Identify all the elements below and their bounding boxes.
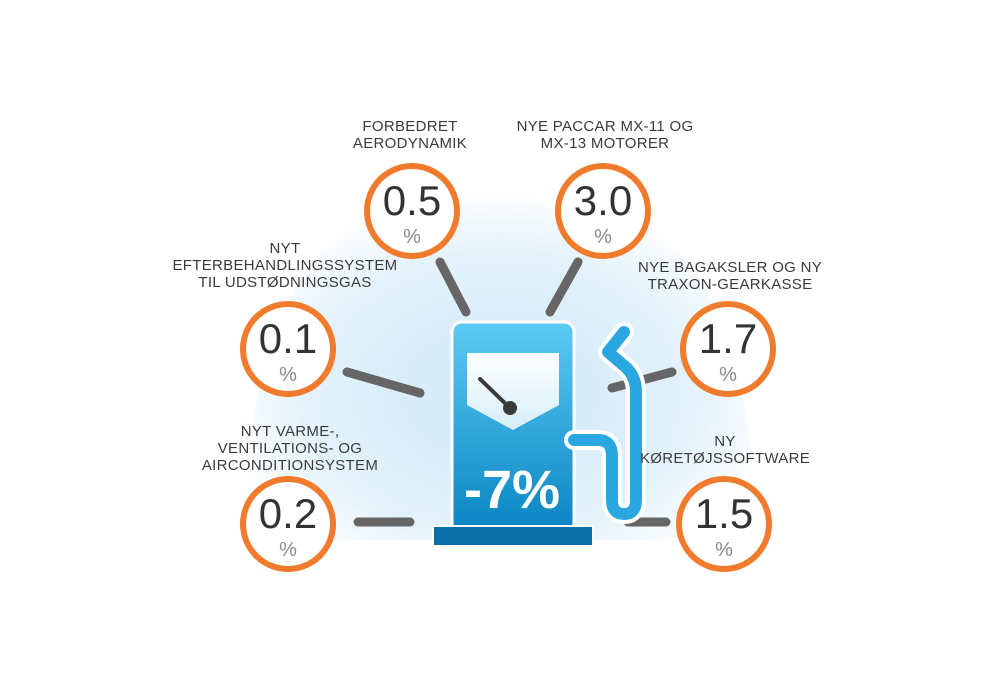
- label-line: NYE BAGAKSLER OG NY: [637, 259, 823, 276]
- percent-unit: %: [594, 226, 612, 248]
- pump-hose-inner: [568, 326, 642, 520]
- gauge-pivot: [503, 401, 517, 415]
- pump-screen: [467, 353, 559, 430]
- label-line: AIRCONDITIONSYSTEM: [201, 457, 379, 474]
- connector-motorer: [545, 257, 583, 317]
- bubble-software: 1.5 %: [676, 476, 772, 572]
- connector-aerodynamik: [435, 257, 471, 317]
- bubble-aerodynamik: 0.5 %: [364, 163, 460, 259]
- label-line: NYT VARME-,: [240, 423, 340, 440]
- label-varme: NYT VARME-, VENTILATIONS- OG AIRCONDITIO…: [190, 423, 390, 474]
- fuel-pump-icon: -7%: [432, 320, 646, 547]
- label-line: VENTILATIONS- OG: [217, 440, 363, 457]
- saving-value: 1.5: [694, 490, 754, 537]
- label-motorer: NYE PACCAR MX-11 OG MX-13 MOTORER: [505, 118, 705, 152]
- connector-efterbehandling: [342, 367, 425, 398]
- percent-unit: %: [403, 226, 421, 248]
- total-reduction: -7%: [464, 460, 560, 520]
- label-bagaksler: NYE BAGAKSLER OG NY TRAXON-GEARKASSE: [625, 259, 835, 293]
- saving-value: 0.1: [258, 315, 318, 362]
- saving-value: 0.5: [382, 177, 442, 224]
- label-line: TRAXON-GEARKASSE: [647, 276, 813, 293]
- gauge-needle-icon: [478, 377, 511, 409]
- pump-base: [432, 525, 594, 547]
- label-line: NYE PACCAR MX-11 OG: [516, 118, 694, 135]
- label-line: TIL UDSTØDNINGSGAS: [198, 274, 372, 291]
- bubble-varme: 0.2 %: [240, 476, 336, 572]
- saving-value: 3.0: [573, 177, 633, 224]
- percent-unit: %: [279, 539, 297, 561]
- label-line: NYT: [269, 240, 301, 257]
- bubble-motorer: 3.0 %: [555, 163, 651, 259]
- label-line: FORBEDRET: [362, 118, 458, 135]
- percent-unit: %: [279, 364, 297, 386]
- label-line: EFTERBEHANDLINGSSYSTEM: [172, 257, 398, 274]
- label-aerodynamik: FORBEDRET AERODYNAMIK: [330, 118, 490, 152]
- percent-unit: %: [719, 364, 737, 386]
- label-line: NY: [714, 433, 736, 450]
- label-line: KØRETØJSSOFTWARE: [639, 450, 811, 467]
- bubble-bagaksler: 1.7 %: [680, 301, 776, 397]
- label-line: MX-13 MOTORER: [540, 135, 670, 152]
- saving-value: 0.2: [258, 490, 318, 537]
- saving-value: 1.7: [698, 315, 758, 362]
- label-line: AERODYNAMIK: [352, 135, 468, 152]
- percent-unit: %: [715, 539, 733, 561]
- label-efterbehandling: NYT EFTERBEHANDLINGSSYSTEM TIL UDSTØDNIN…: [160, 240, 410, 291]
- label-software: NY KØRETØJSSOFTWARE: [630, 433, 820, 467]
- bubble-efterbehandling: 0.1 %: [240, 301, 336, 397]
